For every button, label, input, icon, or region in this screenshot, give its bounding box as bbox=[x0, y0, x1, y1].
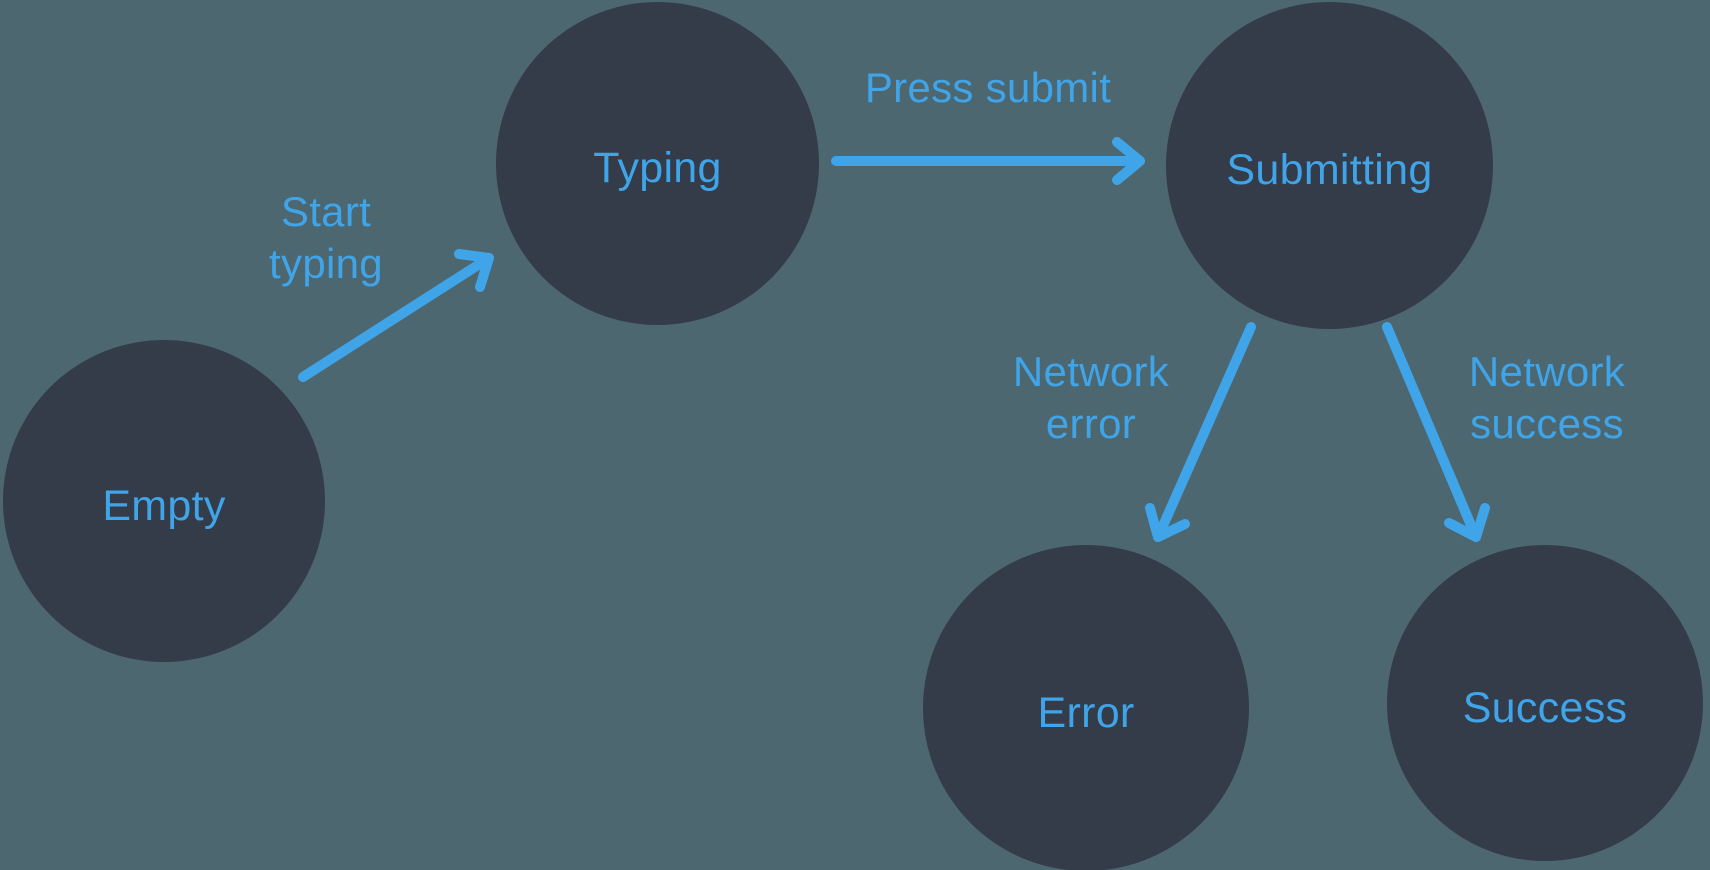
transition-start-typing-arrow bbox=[298, 249, 494, 382]
state-node-submitting: Submitting bbox=[1166, 2, 1493, 329]
state-node-empty: Empty bbox=[3, 340, 325, 662]
transition-label-start-typing: Start typing bbox=[269, 186, 383, 290]
state-label-empty: Empty bbox=[102, 481, 226, 530]
transition-network-error-line bbox=[1153, 322, 1256, 542]
state-label-error: Error bbox=[1037, 688, 1135, 737]
transition-label-line: Network bbox=[1012, 348, 1170, 395]
transition-network-success-arrowhead-icon bbox=[1444, 503, 1490, 542]
state-label-typing: Typing bbox=[593, 144, 722, 192]
transition-label-line: typing bbox=[269, 240, 383, 287]
state-node-success: Success bbox=[1387, 545, 1703, 861]
state-node-error: Error bbox=[923, 545, 1249, 870]
transition-label-line: error bbox=[1045, 400, 1137, 447]
transition-start-typing-line bbox=[298, 253, 494, 382]
transition-press-submit-arrowhead-icon bbox=[1112, 137, 1145, 185]
state-label-submitting: Submitting bbox=[1226, 146, 1433, 194]
transition-label-network-success: Network success bbox=[1469, 346, 1625, 450]
transition-label-line: Press submit bbox=[864, 64, 1112, 111]
transition-label-network-error: Network error bbox=[1013, 346, 1169, 450]
state-label-success: Success bbox=[1462, 683, 1628, 732]
transition-network-error-arrow bbox=[1145, 322, 1256, 542]
transition-label-line: Network bbox=[1468, 348, 1626, 395]
transition-start-typing-arrowhead-icon bbox=[454, 249, 494, 292]
transition-label-press-submit: Press submit bbox=[865, 62, 1111, 114]
transition-label-line: success bbox=[1470, 400, 1624, 447]
transition-press-submit-arrow bbox=[831, 137, 1145, 185]
state-node-typing: Typing bbox=[496, 2, 819, 325]
transition-label-line: Start bbox=[280, 188, 372, 235]
transition-network-success-arrow bbox=[1382, 322, 1490, 542]
transition-network-error-arrowhead-icon bbox=[1145, 503, 1190, 542]
transition-network-success-line bbox=[1382, 322, 1481, 542]
